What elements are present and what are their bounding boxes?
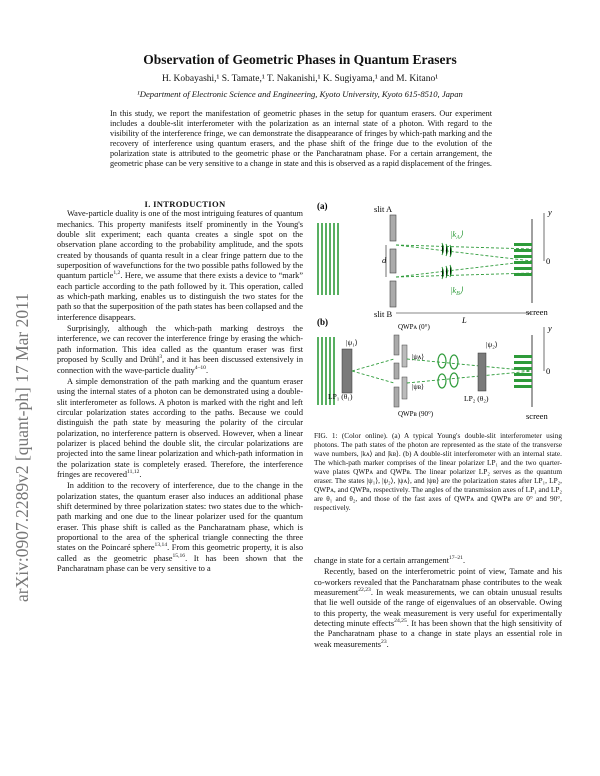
paper-title: Observation of Geometric Phases in Quant… — [143, 52, 457, 67]
beam-paths-b — [351, 358, 533, 384]
citation: 23 — [381, 638, 387, 645]
left-column: I. INTRODUCTION Wave-particle duality is… — [57, 199, 303, 574]
paragraph: Recently, based on the interferometric p… — [314, 567, 562, 650]
citation: 24,25 — [394, 618, 407, 625]
paragraph-text: . — [205, 365, 209, 375]
wavefront-marks-a — [441, 242, 452, 280]
paragraph: change in state for a certain arrangemen… — [314, 555, 562, 566]
source-waves-b — [317, 337, 335, 405]
paragraph-text: Wave-particle duality is one of the most… — [57, 209, 303, 281]
paragraph-text: change in state for a certain arrangemen… — [314, 556, 449, 565]
citation: 4–10 — [194, 364, 206, 371]
paragraph-text: . In weak measurements, we can obtain un… — [314, 588, 562, 629]
ka-text: |k — [450, 229, 456, 239]
right-paragraphs: change in state for a certain arrangemen… — [314, 555, 562, 650]
figure-1: (a) slit A slit B d |kA⟩ |kB⟩ — [314, 199, 562, 423]
ka-label: |kA⟩ — [450, 229, 464, 241]
lp2-element — [477, 352, 487, 392]
citation: 11,12 — [127, 469, 140, 476]
qwpa-element — [401, 344, 408, 368]
arxiv-identifier-text: arXiv:0907.2289v2 [quant-ph] 17 Mar 2011 — [12, 293, 32, 602]
paragraph: Surprisingly, although the which-path ma… — [57, 324, 303, 376]
slit-b-label: slit B — [374, 309, 393, 319]
double-slit-a — [389, 214, 397, 308]
length-label: L — [461, 315, 467, 325]
kb-text: |k — [450, 285, 456, 295]
paragraph-text: Recently, based on the interferometric p… — [314, 567, 562, 598]
y-label-a: y — [547, 207, 552, 217]
zero-label-b: 0 — [546, 366, 550, 376]
kb-sub: B — [456, 291, 460, 297]
arxiv-identifier: arXiv:0907.2289v2 [quant-ph] 17 Mar 2011 — [4, 150, 38, 610]
lp1-element — [341, 348, 353, 394]
panel-a-label: (a) — [317, 201, 328, 211]
paragraph-text: . It has been shown that the Pancharatna… — [57, 553, 303, 574]
paragraph-text: In addition to the recovery of interfere… — [57, 481, 303, 553]
source-waves-a — [317, 223, 339, 295]
citation: 15,16 — [172, 552, 186, 559]
paragraph: In addition to the recovery of interfere… — [57, 481, 303, 574]
psi2-label: |ψ₂⟩ — [486, 340, 498, 349]
left-paragraphs: Wave-particle duality is one of the most… — [57, 209, 303, 574]
paragraph-text: . From this geometric property, it is al… — [57, 543, 303, 563]
paragraph: A simple demonstration of the path marki… — [57, 377, 303, 480]
panel-b-label: (b) — [317, 317, 328, 327]
paragraph-text: , and it has been discussed extensively … — [57, 355, 303, 375]
right-column: change in state for a certain arrangemen… — [314, 555, 562, 650]
citation: 22,23 — [358, 587, 371, 594]
qwpa-label: QWPᴀ (0°) — [398, 323, 430, 331]
zero-label-a: 0 — [546, 256, 550, 266]
screen-b — [514, 335, 533, 407]
paragraph-text: Surprisingly, although the which-path ma… — [57, 324, 303, 365]
affiliation: ¹Department of Electronic Science and En… — [137, 89, 463, 99]
lp1-label: LP₁ (θ₁) — [328, 392, 353, 401]
paragraph-text: . Here, we assume that there exists a de… — [57, 271, 303, 322]
author-list: H. Kobayashi,¹ S. Tamate,¹ T. Nakanishi,… — [161, 74, 439, 84]
beam-paths-a — [395, 244, 533, 278]
citation: 1,2 — [113, 270, 121, 277]
screen-a — [514, 219, 533, 303]
y-label-b: y — [547, 323, 552, 333]
paragraph: Wave-particle duality is one of the most… — [57, 209, 303, 323]
ka-sub: A — [455, 235, 460, 241]
paragraph-text: . — [462, 556, 466, 565]
psi1-label: |ψ₁⟩ — [346, 338, 358, 347]
figure-caption: FIG. 1: (Color online). (a) A typical Yo… — [314, 431, 562, 512]
paragraph-text: A simple demonstration of the path marki… — [57, 376, 303, 479]
qwpb-element — [401, 376, 408, 400]
slit-a-label: slit A — [374, 204, 393, 214]
citation: 13,14 — [154, 542, 168, 549]
qwpb-label: QWPʙ (90°) — [398, 410, 434, 418]
psib-label: |ψʙ⟩ — [412, 383, 424, 391]
citation: 3 — [159, 354, 163, 361]
psia-label: |ψᴀ⟩ — [412, 353, 424, 361]
screen-label-b: screen — [526, 411, 548, 421]
abstract: In this study, we report the manifestati… — [110, 109, 492, 169]
paragraph-text: . — [386, 639, 389, 649]
lp2-label: LP₂ (θ₂) — [464, 394, 489, 403]
screen-label-a: screen — [526, 307, 548, 317]
paragraph-text: . — [139, 469, 142, 479]
circular-polarization-marks — [437, 353, 459, 389]
double-slit-b — [393, 334, 400, 408]
section-heading: I. INTRODUCTION — [144, 199, 226, 209]
ka-bracket: ⟩ — [460, 229, 464, 239]
slit-distance-label: d — [382, 255, 387, 265]
paragraph-text: . It has been shown that the high sensit… — [314, 619, 562, 649]
kb-label: |kB⟩ — [450, 285, 464, 297]
citation: 17–21 — [448, 555, 463, 562]
kb-bracket: ⟩ — [460, 285, 464, 295]
